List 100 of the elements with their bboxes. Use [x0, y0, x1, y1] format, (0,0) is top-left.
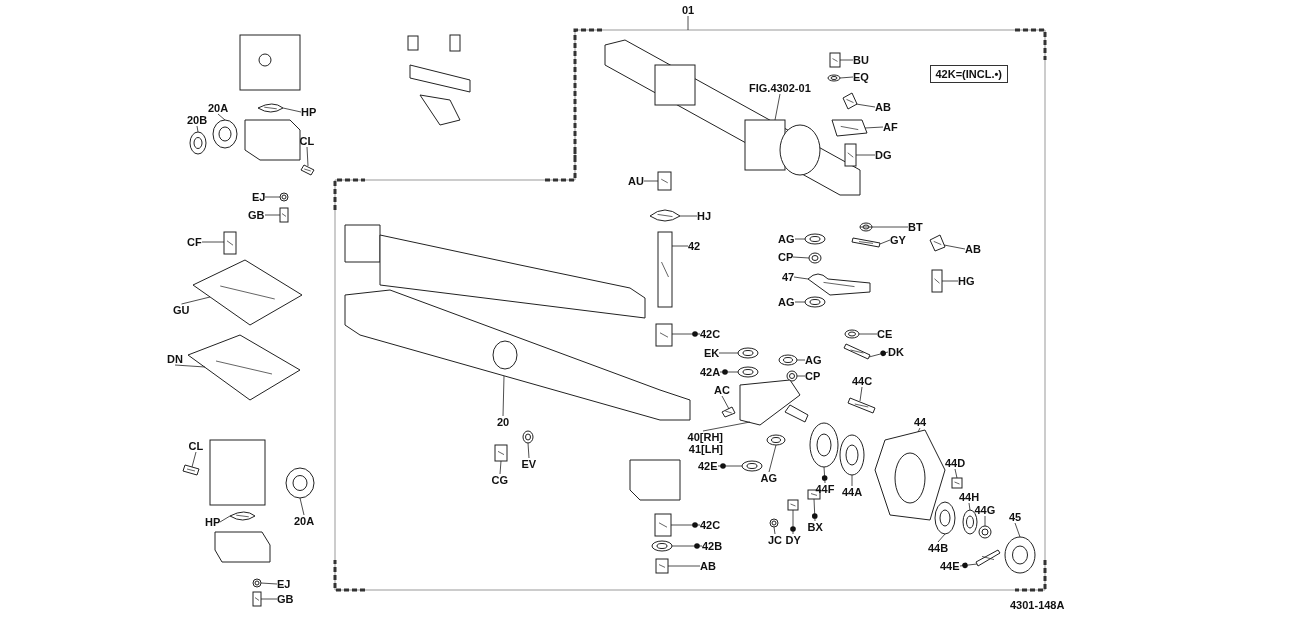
bolt-icon — [223, 231, 237, 255]
callout-label: CL — [188, 440, 204, 452]
leader-line — [859, 226, 909, 228]
bolt-icon — [657, 171, 672, 191]
leader-line — [839, 76, 854, 79]
callout-label: 42E — [698, 460, 718, 472]
washer-icon — [844, 329, 860, 339]
callout-label: DK — [888, 346, 904, 358]
washer-icon — [651, 540, 673, 552]
callout-label: 47 — [782, 271, 795, 283]
bolt-icon — [182, 464, 200, 476]
callout-label: 42B — [702, 540, 723, 552]
grease-fitting-icon — [929, 234, 946, 252]
callout-label: HP — [301, 106, 317, 118]
callout-label: DG — [875, 149, 892, 161]
nut-icon — [978, 525, 992, 539]
leader-line — [687, 15, 689, 31]
leader-line — [879, 239, 891, 245]
callout-label: 20B — [187, 114, 208, 126]
callout-label: 44D — [945, 457, 966, 469]
bushing-icon — [212, 119, 238, 149]
bolt-icon — [494, 444, 508, 462]
note-box: 42K=(INCL.•) — [929, 65, 1008, 83]
callout-label: EQ — [853, 71, 869, 83]
bolt-icon — [252, 591, 262, 607]
leader-line — [667, 565, 701, 567]
washer-icon — [522, 430, 534, 444]
pin-icon — [844, 143, 857, 167]
callout-label: GY — [890, 234, 906, 246]
callout-label: CF — [187, 236, 202, 248]
leader-line — [917, 427, 921, 433]
callout-label: JC — [768, 534, 783, 546]
callout-label: GB — [248, 209, 265, 221]
leader-line — [839, 59, 854, 61]
leader-line — [943, 244, 966, 250]
leader-line — [794, 301, 806, 303]
leader-line — [858, 333, 878, 335]
leader-line — [201, 241, 225, 243]
leader-line — [306, 146, 309, 167]
washer-icon — [859, 222, 873, 232]
leader-line — [855, 154, 876, 156]
callout-label: 44C — [852, 375, 873, 387]
cotter-pin-icon — [843, 343, 871, 360]
callout-label: DN — [167, 353, 183, 365]
callout-label: 01 — [682, 4, 695, 16]
callout-label: BX — [807, 521, 823, 533]
leader-line — [855, 103, 876, 108]
callout-label: AB — [700, 560, 716, 572]
washer-icon — [741, 460, 763, 472]
leader-line — [174, 364, 206, 368]
callout-label: DY — [785, 534, 801, 546]
leader-line — [796, 375, 806, 377]
washer-icon — [737, 347, 759, 359]
callout-label: GU — [173, 304, 190, 316]
bearing-icon — [839, 434, 865, 476]
callout-label: BU — [853, 54, 869, 66]
bushing-icon — [655, 323, 673, 347]
callout-label: 42 — [688, 240, 701, 252]
callout-label: HJ — [697, 210, 712, 222]
leader-line — [191, 451, 197, 468]
callout-label: 44E — [940, 560, 960, 572]
figure-reference: FIG.4302-01 — [749, 82, 811, 94]
seal-ring-icon — [189, 131, 207, 155]
callout-label: CP — [805, 370, 821, 382]
plate-icon — [831, 119, 868, 137]
leader-line — [773, 526, 776, 535]
bolt-icon — [279, 207, 289, 223]
bearing-shell-icon — [257, 103, 284, 113]
callout-label: 42C — [700, 519, 721, 531]
washer-icon — [778, 354, 798, 366]
callout-label: AB — [875, 101, 891, 113]
leader-line — [264, 214, 281, 216]
pin-icon — [931, 269, 943, 293]
callout-label: AG — [778, 296, 795, 308]
callout-label: 20A — [208, 102, 229, 114]
leader-line — [260, 598, 278, 600]
leader-line — [502, 375, 505, 417]
bolt-icon — [829, 52, 841, 68]
callout-label: 40[RH] 41[LH] — [683, 431, 723, 455]
callout-label: AG — [760, 472, 777, 484]
callout-label: BT — [908, 221, 923, 233]
callout-label: GB — [277, 593, 294, 605]
cotter-pin-icon — [975, 549, 1001, 567]
leader-line — [954, 468, 958, 479]
callout-label: EV — [521, 458, 537, 470]
callout-label: AB — [965, 243, 981, 255]
leader-line — [851, 474, 853, 487]
washer-icon — [737, 366, 759, 378]
leader-line — [984, 515, 986, 527]
callout-label: CP — [778, 251, 794, 263]
leader-line — [792, 256, 810, 259]
leader-line — [721, 395, 730, 410]
bolt-icon — [847, 397, 876, 414]
hub-drawing — [874, 429, 946, 521]
leader-line — [794, 238, 806, 240]
knuckle-drawing — [739, 379, 809, 426]
spacer-icon — [808, 252, 822, 264]
plate-icon — [192, 259, 303, 326]
leader-line — [643, 180, 659, 182]
callout-label: 44H — [959, 491, 980, 503]
